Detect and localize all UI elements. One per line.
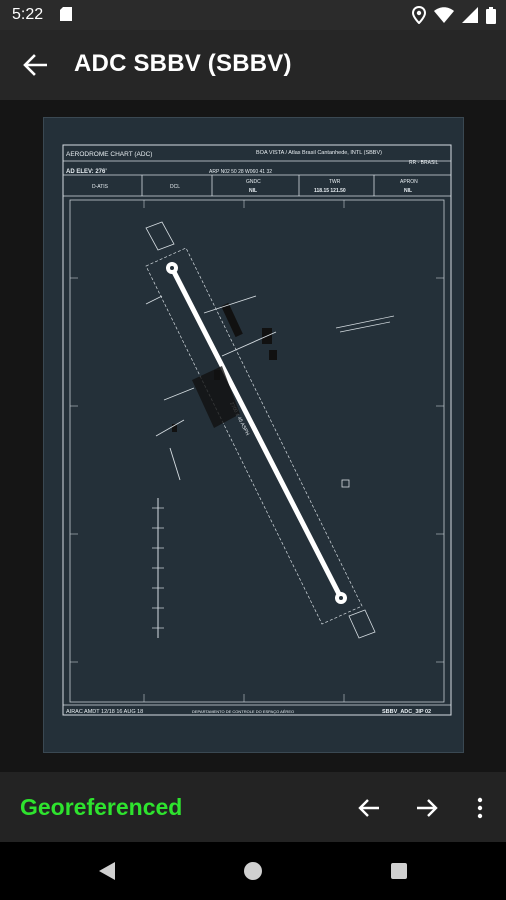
chart-footer-right: SBBV_ADC_3IP 02 bbox=[382, 709, 431, 715]
chart-drawing: AERODROME CHART (ADC) BOA VISTA / Atlas … bbox=[62, 144, 452, 716]
arrow-right-icon bbox=[417, 799, 438, 817]
more-options-button[interactable] bbox=[466, 791, 494, 825]
chart-viewer[interactable]: AERODROME CHART (ADC) BOA VISTA / Atlas … bbox=[0, 100, 506, 772]
more-vertical-icon bbox=[477, 797, 483, 819]
triangle-back-icon bbox=[99, 862, 115, 880]
arrow-left-icon bbox=[23, 54, 47, 76]
arrow-left-icon bbox=[358, 799, 379, 817]
system-recents-button[interactable] bbox=[384, 856, 414, 886]
circle-home-icon bbox=[244, 862, 262, 880]
chart-header-right: BOA VISTA / Atlas Brasil Cantanhede, INT… bbox=[256, 150, 382, 156]
chart-footer-center: DEPARTAMENTO DE CONTROLE DO ESPAÇO AÉREO bbox=[192, 709, 294, 714]
square-recents-icon bbox=[391, 863, 407, 879]
aerodrome-chart[interactable]: AERODROME CHART (ADC) BOA VISTA / Atlas … bbox=[43, 117, 464, 753]
previous-chart-button[interactable] bbox=[352, 791, 386, 825]
freq-label-apron: APRON bbox=[400, 179, 418, 185]
app-bar: ADC SBBV (SBBV) bbox=[0, 30, 506, 100]
status-bar: 5:22 bbox=[0, 0, 506, 30]
next-chart-button[interactable] bbox=[410, 791, 444, 825]
freq-label-datis: D-ATIS bbox=[92, 184, 109, 190]
system-home-button[interactable] bbox=[238, 856, 268, 886]
page-title: ADC SBBV (SBBV) bbox=[74, 50, 292, 77]
freq-value-gndc: NIL bbox=[249, 188, 257, 194]
system-navigation-bar bbox=[0, 842, 506, 900]
signal-icon bbox=[462, 7, 478, 23]
back-button[interactable] bbox=[18, 50, 52, 80]
chart-footer-left: AIRAC AMDT 12/18 16 AUG 18 bbox=[66, 709, 143, 715]
freq-value-twr: 118.15 121.50 bbox=[314, 188, 346, 194]
chart-header-left: AERODROME CHART (ADC) bbox=[66, 151, 152, 158]
status-icons bbox=[412, 5, 496, 25]
system-back-button[interactable] bbox=[92, 856, 122, 886]
georeferenced-status: Georeferenced bbox=[20, 794, 183, 820]
freq-label-twr: TWR bbox=[329, 179, 341, 185]
chart-region: RR - BRASIL bbox=[409, 160, 439, 166]
bottom-toolbar: Georeferenced bbox=[0, 772, 506, 842]
freq-label-dcl: DCL bbox=[170, 184, 180, 190]
battery-icon bbox=[486, 6, 496, 24]
chart-ad-elev: AD ELEV: 276' bbox=[66, 169, 107, 175]
chart-arp: ARP N02 50 28 W060 41 32 bbox=[209, 169, 272, 175]
status-time: 5:22 bbox=[12, 6, 44, 23]
sd-card-icon bbox=[60, 7, 72, 21]
freq-value-apron: NIL bbox=[404, 188, 412, 194]
wifi-icon bbox=[434, 7, 454, 23]
location-icon bbox=[412, 6, 426, 24]
freq-label-gndc: GNDC bbox=[246, 179, 261, 185]
